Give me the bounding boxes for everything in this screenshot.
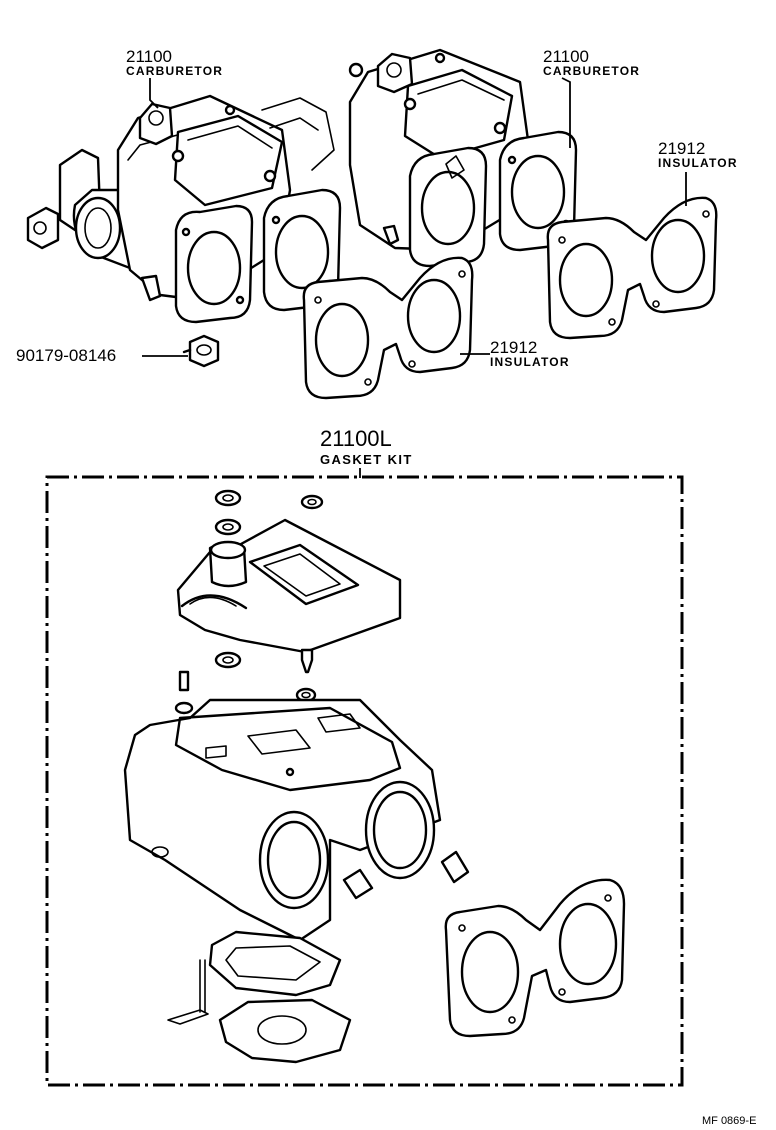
gasket-kit-boundary — [45, 475, 684, 1087]
part-number-bolt: 90179-08146 — [16, 346, 116, 365]
left-carburetor — [26, 94, 342, 324]
part-number-insulator-lower: 21912 — [490, 338, 537, 357]
part-name-carburetor-right: CARBURETOR — [543, 64, 640, 78]
kit-number: 21100L — [320, 426, 392, 451]
bolt-90179 — [182, 334, 220, 368]
part-number-carburetor-right: 21100 — [543, 47, 589, 66]
part-name-insulator-upper: INSULATOR — [658, 156, 738, 170]
part-name-carburetor-left: CARBURETOR — [126, 64, 223, 78]
insulator-upper — [546, 196, 718, 340]
gasket-kit-contents — [123, 489, 626, 1064]
reference-code: MF 0869-E — [702, 1115, 756, 1127]
part-number-carburetor-left: 21100 — [126, 47, 172, 66]
kit-name: GASKET KIT — [320, 452, 413, 467]
right-carburetor — [261, 48, 578, 268]
part-number-insulator-upper: 21912 — [658, 139, 705, 158]
part-name-insulator-lower: INSULATOR — [490, 355, 570, 369]
insulator-lower — [302, 256, 474, 400]
